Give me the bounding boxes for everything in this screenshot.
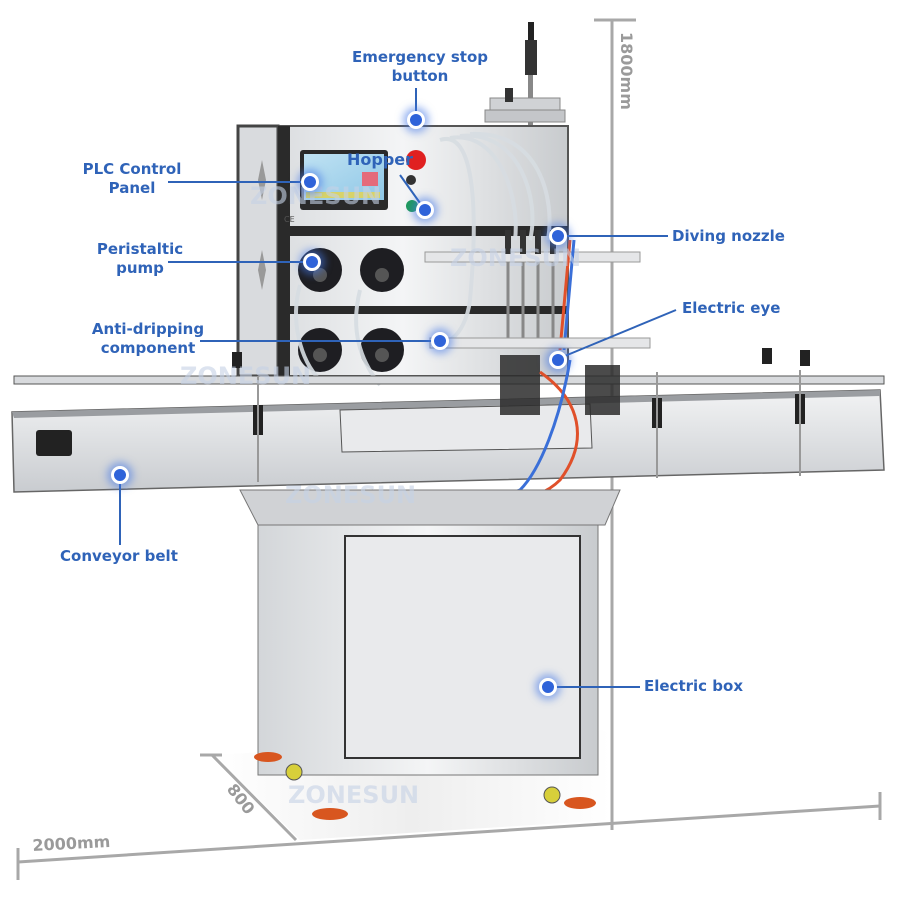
electric-box-marker[interactable]	[539, 678, 557, 696]
label-peristaltic-pump: Peristaltic pump	[80, 240, 200, 278]
label-conveyor-belt: Conveyor belt	[60, 547, 178, 566]
label-plc-control-panel: PLC Control Panel	[72, 160, 192, 198]
peristaltic-pump-marker[interactable]	[303, 253, 321, 271]
width-dimension: 2000mm	[32, 831, 111, 855]
label-line: Diving nozzle	[672, 227, 785, 245]
label-diving-nozzle: Diving nozzle	[672, 227, 785, 246]
control-cabinet: CE	[236, 124, 651, 387]
plc-panel-marker[interactable]	[301, 173, 319, 191]
label-line: pump	[116, 259, 164, 277]
label-electric-box: Electric box	[644, 677, 743, 696]
label-line: Anti-dripping	[91, 320, 205, 338]
electric-box-base	[239, 489, 621, 820]
label-line: Peristaltic	[96, 240, 184, 258]
label-line: PLC Control	[82, 160, 182, 178]
label-hopper: Hopper	[345, 150, 415, 169]
height-dimension: 1800mm	[617, 32, 636, 110]
conveyor-belt-marker[interactable]	[111, 466, 129, 484]
label-electric-eye: Electric eye	[682, 299, 780, 318]
label-line: Electric box	[644, 677, 743, 695]
label-anti-dripping-component: Anti-dripping component	[80, 320, 216, 358]
conveyor	[11, 348, 885, 503]
emergency-stop-marker[interactable]	[407, 111, 425, 129]
label-line: Panel	[108, 179, 156, 197]
hopper-assembly	[484, 22, 566, 135]
label-line: Electric eye	[682, 299, 781, 317]
label-emergency-stop: Emergency stop button	[340, 48, 500, 86]
label-line: Conveyor belt	[60, 547, 178, 565]
label-line: button	[391, 67, 449, 85]
svg-text:ZONESUN: ZONESUN	[288, 781, 419, 809]
svg-text:ZONESUN: ZONESUN	[180, 362, 311, 390]
anti-dripping-marker[interactable]	[431, 332, 449, 350]
hopper-marker[interactable]	[416, 201, 434, 219]
diving-nozzle-marker[interactable]	[549, 227, 567, 245]
electric-eye-marker[interactable]	[549, 351, 567, 369]
svg-text:ZONESUN: ZONESUN	[450, 244, 581, 272]
svg-text:CE: CE	[284, 215, 295, 224]
label-line: Emergency stop	[351, 48, 489, 66]
label-line: component	[100, 339, 196, 357]
label-line: Hopper	[346, 150, 414, 169]
svg-text:ZONESUN: ZONESUN	[285, 481, 416, 509]
